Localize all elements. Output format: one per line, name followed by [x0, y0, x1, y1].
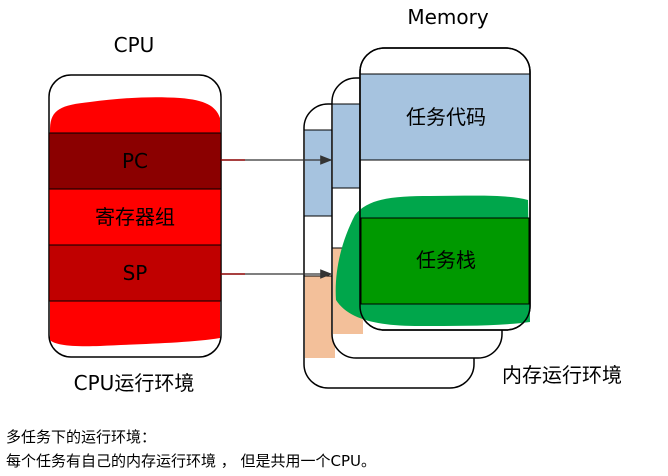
register-pc: [48, 132, 222, 190]
cpu-top-blob: [50, 97, 220, 135]
cpu-box: PC 寄存器组 SP: [48, 74, 222, 358]
register-sp: [48, 244, 222, 302]
note-line-2: 每个任务有自己的内存运行环境 ， 但是共用一个CPU。: [6, 452, 377, 470]
task-stack-label: 任务栈: [416, 248, 476, 272]
memory-card-front: 任务代码 任务栈: [335, 47, 531, 331]
cpu-bottom-blob: [50, 300, 220, 347]
register-group: [48, 188, 222, 246]
cpu-title: CPU: [114, 33, 155, 57]
cpu-caption: CPU运行环境: [74, 371, 195, 395]
register-sp-label: SP: [123, 261, 148, 285]
note-line-1: 多任务下的运行环境：: [6, 428, 157, 446]
task-code-block: [361, 74, 529, 160]
register-pc-label: PC: [122, 149, 148, 173]
task-stack-block: [360, 217, 530, 305]
memory-caption: 内存运行环境: [502, 363, 622, 387]
register-group-label: 寄存器组: [95, 205, 175, 229]
memory-title: Memory: [407, 5, 489, 29]
task-code-label: 任务代码: [406, 105, 486, 129]
